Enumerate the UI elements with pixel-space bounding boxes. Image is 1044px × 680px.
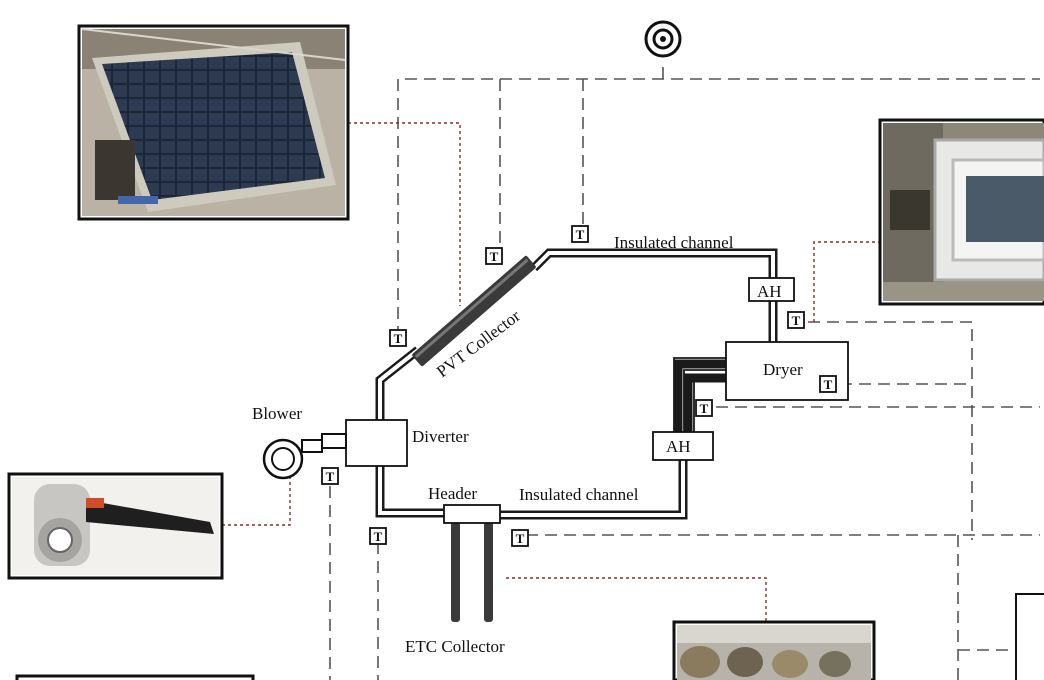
temperature-sensor-label: T	[792, 313, 801, 328]
temperature-sensor-label: T	[516, 531, 525, 546]
air-ducts	[380, 253, 773, 515]
insulated-channel-top-label: Insulated channel	[614, 233, 734, 252]
temperature-sensor-t-5: T	[820, 376, 836, 392]
temperature-sensor-label: T	[700, 401, 709, 416]
blower-label: Blower	[252, 404, 302, 423]
diverter	[346, 420, 407, 466]
diverter-label: Diverter	[412, 427, 469, 446]
data-logger-box	[1016, 594, 1044, 680]
etc-tube-left	[451, 522, 460, 622]
dryer-photo	[880, 120, 1044, 304]
temperature-sensor-t-8: T	[370, 528, 386, 544]
header-label: Header	[428, 484, 477, 503]
temperature-sensor-label: T	[490, 249, 499, 264]
temperature-sensor-t-2: T	[486, 248, 502, 264]
blower-photo	[9, 474, 222, 578]
temperature-sensor-label: T	[394, 331, 403, 346]
temperature-sensor-label: T	[824, 377, 833, 392]
temperature-sensor-t-3: T	[572, 226, 588, 242]
temperature-sensor-label: T	[326, 469, 335, 484]
dryer-label: Dryer	[763, 360, 803, 379]
etc-collector	[451, 522, 493, 622]
pyranometer-icon	[646, 22, 680, 56]
air-ducts-inner	[380, 253, 773, 515]
temperature-sensor-t-1: T	[390, 330, 406, 346]
data-logger-photo	[17, 676, 253, 680]
etc-collector-label: ETC Collector	[405, 637, 505, 656]
ah-bottom-label: AH	[666, 437, 691, 456]
ah-top-label: AH	[757, 282, 782, 301]
temperature-sensor-t-6: T	[696, 400, 712, 416]
header	[444, 505, 500, 523]
pvt-collector-photo	[79, 26, 348, 219]
temperature-sensor-label: T	[374, 529, 383, 544]
temperature-sensor-label: T	[576, 227, 585, 242]
temperature-sensor-t-4: T	[788, 312, 804, 328]
insulated-channel-bottom-label: Insulated channel	[519, 485, 639, 504]
etc-collector-photo	[674, 622, 874, 680]
temperature-sensor-t-9: T	[512, 530, 528, 546]
temperature-sensor-t-7: T	[322, 468, 338, 484]
etc-tube-right	[484, 522, 493, 622]
